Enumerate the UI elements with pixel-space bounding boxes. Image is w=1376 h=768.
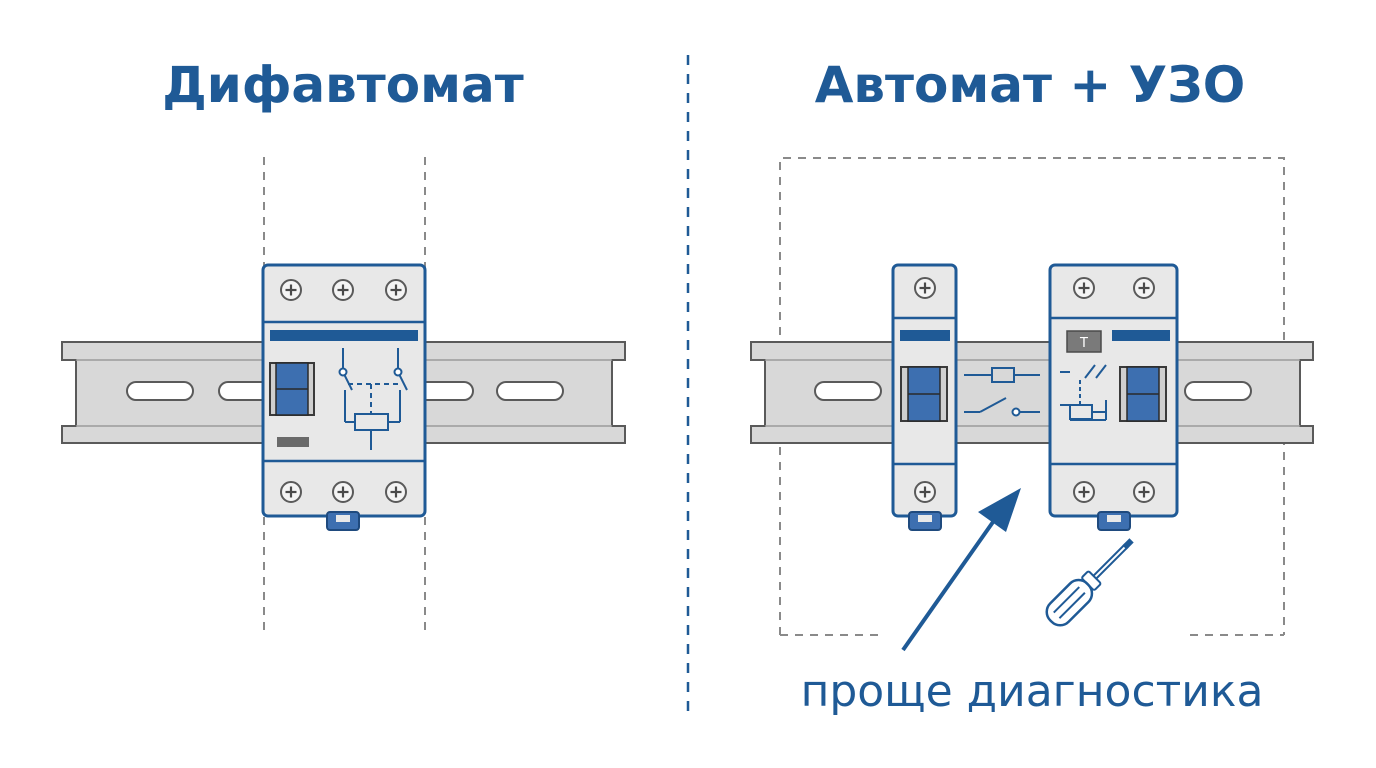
left-title: Дифавтомат xyxy=(162,56,523,114)
rcbo-device xyxy=(261,263,427,531)
arrow-icon xyxy=(901,488,1021,652)
test-button-label: T xyxy=(1079,336,1088,351)
test-button[interactable]: T xyxy=(1066,330,1102,353)
wiring-schematic xyxy=(964,367,1040,413)
left-footprint-guides xyxy=(263,157,426,636)
right-din-rail xyxy=(750,341,1314,444)
rcd-device: T xyxy=(1048,263,1179,531)
caption-text: проще диагностика xyxy=(801,666,1264,717)
screwdriver-icon xyxy=(1045,538,1134,627)
right-title: Автомат + УЗО xyxy=(815,56,1246,114)
circuit-breaker-device xyxy=(891,263,958,531)
